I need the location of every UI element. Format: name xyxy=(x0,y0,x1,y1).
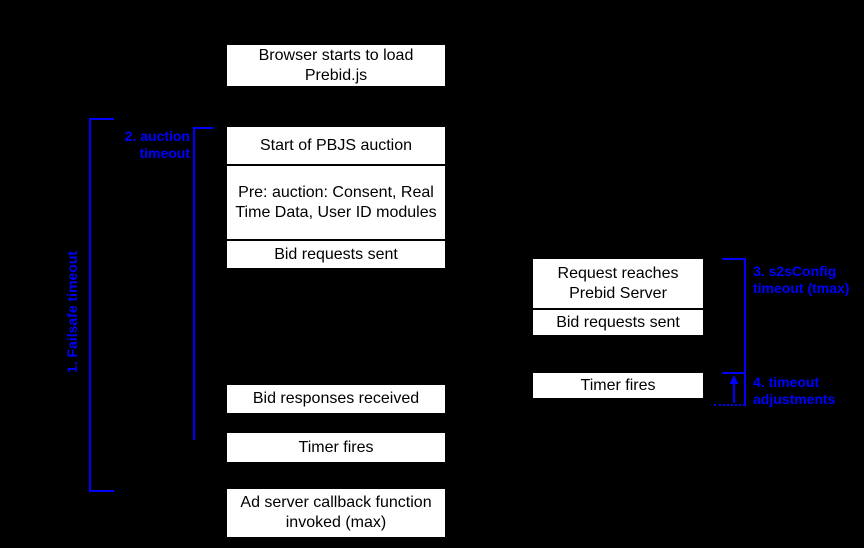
box-request-reaches-server: Request reaches Prebid Server xyxy=(533,259,703,308)
box-pre-auction: Pre: auction: Consent, Real Time Data, U… xyxy=(227,164,445,239)
s2s-bracket-top-tick xyxy=(722,258,746,260)
server-stack: Request reaches Prebid Server Bid reques… xyxy=(533,259,703,335)
box-start-auction: Start of PBJS auction xyxy=(227,127,445,164)
auction-stack: Start of PBJS auction Pre: auction: Cons… xyxy=(227,127,445,268)
auction-bracket-line xyxy=(193,127,195,440)
box-timer-fires-client: Timer fires xyxy=(227,433,445,462)
box-bid-requests-sent-server: Bid requests sent xyxy=(533,308,703,335)
failsafe-timeout-label: 1. Failsafe timeout xyxy=(64,250,80,374)
up-arrow-icon xyxy=(727,375,741,405)
box-bid-responses-received: Bid responses received xyxy=(227,385,445,413)
s2s-bracket-mid-tick xyxy=(722,372,746,374)
box-bid-requests-sent: Bid requests sent xyxy=(227,239,445,268)
auction-timeout-label: 2. auction timeout xyxy=(124,128,190,161)
box-browser-load: Browser starts to load Prebid.js xyxy=(227,45,445,86)
box-ad-server-callback: Ad server callback function invoked (max… xyxy=(227,489,445,537)
adjustments-dotted-line xyxy=(714,404,745,406)
s2s-timeout-label: 3. s2sConfig timeout (tmax) xyxy=(753,263,850,296)
failsafe-bracket-line xyxy=(89,118,91,492)
failsafe-bracket-top-tick xyxy=(89,118,114,120)
s2s-bracket-line xyxy=(744,258,746,406)
auction-bracket-top-tick xyxy=(193,127,213,129)
failsafe-bracket-bottom-tick xyxy=(89,490,114,492)
timeout-adjustments-label: 4. timeout adjustments xyxy=(753,374,836,407)
box-timer-fires-server: Timer fires xyxy=(533,373,703,398)
